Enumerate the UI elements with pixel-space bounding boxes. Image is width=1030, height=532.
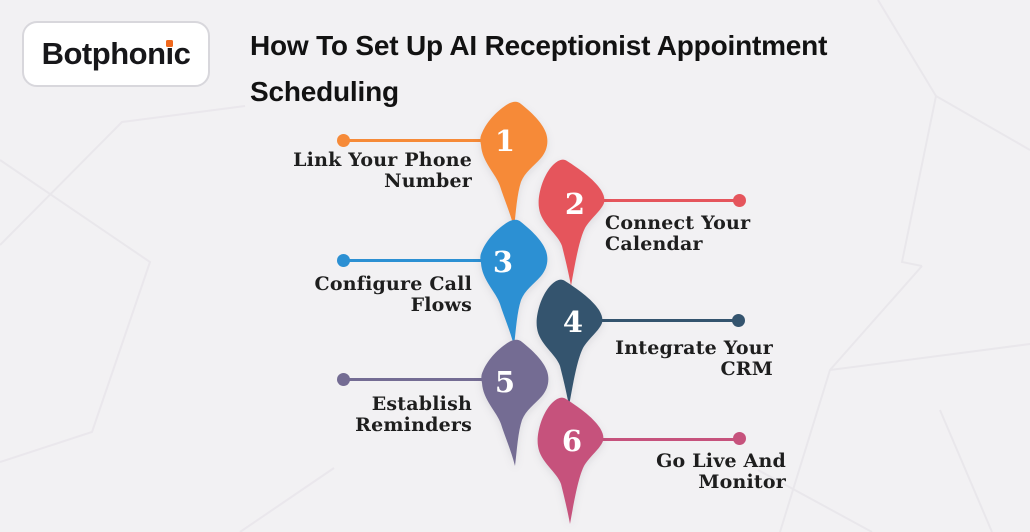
step-5-label-line1: Establish <box>371 393 472 415</box>
step-2-connector-line <box>598 199 738 202</box>
step-1-connector-line <box>345 139 485 142</box>
step-3-label-line2: Flows <box>410 293 472 316</box>
step-5-label-line2: Reminders <box>355 413 472 436</box>
step-1-petal-shape <box>480 101 548 228</box>
step-6-petal-shape <box>537 397 604 524</box>
logo-i-orange-dot: ı <box>165 36 175 71</box>
step-6-label: Go Live And Monitor <box>656 451 786 492</box>
step-3-petal-shape <box>480 219 548 346</box>
step-3-connector-line <box>345 259 485 262</box>
step-3-label-line1: Configure Call <box>314 273 472 295</box>
step-2-label-line2: Calendar <box>605 232 703 255</box>
step-4-petal-shape <box>536 279 603 406</box>
botphonic-logo-text: Botphonıc <box>42 36 191 72</box>
page-title: How To Set Up AI Receptionist Appointmen… <box>250 23 950 115</box>
step-1-label: Link Your Phone Number <box>293 150 472 191</box>
step-6-label-line1: Go Live And <box>656 450 786 472</box>
step-4-label-line2: CRM <box>720 357 773 380</box>
step-4-connector-line <box>597 319 737 322</box>
step-2-label-line1: Connect Your <box>605 212 751 234</box>
step-2-petal-shape <box>538 159 605 286</box>
step-2-label: Connect Your Calendar <box>605 213 750 254</box>
step-6-connector-line <box>596 438 738 441</box>
step-5-connector-dot <box>337 373 350 386</box>
step-4-label-line1: Integrate Your <box>615 337 773 359</box>
step-5-number: 5 <box>494 365 516 399</box>
step-6-connector-dot <box>733 432 746 445</box>
step-1-label-line1: Link Your Phone <box>293 149 472 171</box>
step-1-connector-dot <box>337 134 350 147</box>
step-3-number: 3 <box>492 245 514 279</box>
page-title-line1: How To Set Up AI Receptionist Appointmen… <box>250 30 828 61</box>
botphonic-logo: Botphonıc <box>22 21 210 87</box>
logo-text-post: c <box>173 36 191 71</box>
step-5-petal-shape <box>481 339 549 466</box>
step-3-connector-dot <box>337 254 350 267</box>
step-6-label-line2: Monitor <box>698 470 786 493</box>
page-title-line2: Scheduling <box>250 76 399 107</box>
step-2-connector-dot <box>733 194 746 207</box>
step-5-connector-line <box>345 378 488 381</box>
step-4-number: 4 <box>562 305 584 339</box>
step-1-label-line2: Number <box>384 169 472 192</box>
step-5-label: Establish Reminders <box>355 394 472 435</box>
step-1-number: 1 <box>494 124 516 158</box>
step-6-number: 6 <box>561 424 583 458</box>
step-4-connector-dot <box>732 314 745 327</box>
logo-text-pre: Botphon <box>41 36 166 71</box>
step-2-number: 2 <box>564 187 586 221</box>
step-4-label: Integrate Your CRM <box>615 338 773 379</box>
step-3-label: Configure Call Flows <box>315 274 472 315</box>
